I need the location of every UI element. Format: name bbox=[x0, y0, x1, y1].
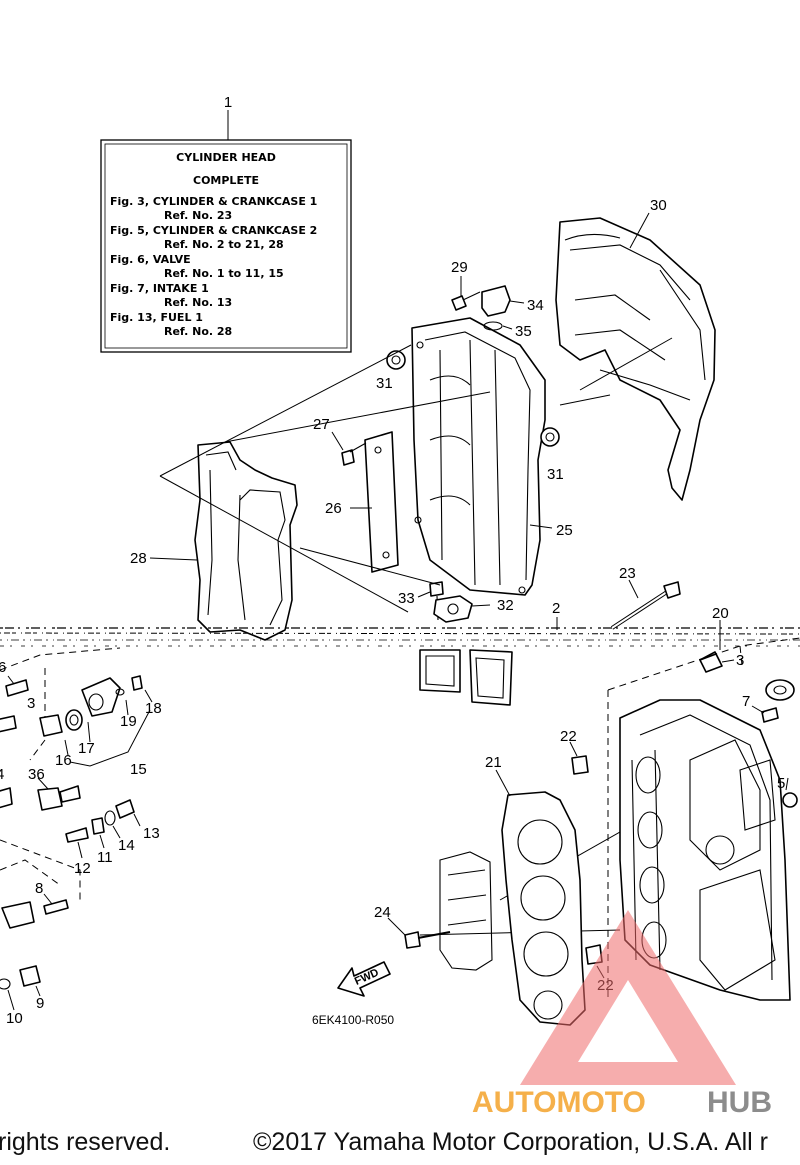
callout-3-left: 3 bbox=[27, 695, 35, 712]
callout-16: 16 bbox=[55, 752, 72, 769]
callout-1: 1 bbox=[224, 94, 232, 111]
callout-32: 32 bbox=[497, 597, 514, 614]
callout-13: 13 bbox=[143, 825, 160, 842]
callout-27: 27 bbox=[313, 416, 330, 433]
callout-11: 11 bbox=[97, 849, 113, 866]
bolt-part-29 bbox=[451, 276, 481, 311]
engine-block-outline bbox=[439, 851, 493, 971]
callout-24: 24 bbox=[374, 904, 391, 921]
callout-5: 5 bbox=[777, 775, 785, 792]
callout-31a: 31 bbox=[376, 375, 393, 392]
cover-plate-part-26 bbox=[350, 431, 399, 573]
valve-parts-group bbox=[0, 647, 153, 1011]
callout-3-right: 3 bbox=[736, 652, 744, 669]
callout-19: 19 bbox=[120, 713, 137, 730]
callout-29: 29 bbox=[451, 259, 468, 276]
watermark-hub: HUB bbox=[707, 1086, 772, 1119]
box-ref-line: Fig. 6, VALVE bbox=[110, 253, 191, 266]
watermark-auto-moto: AUTOMOTO bbox=[472, 1086, 646, 1119]
callout-23: 23 bbox=[619, 565, 636, 582]
footer-rights-text: rights reserved. bbox=[0, 1128, 171, 1156]
part-5 bbox=[782, 777, 798, 808]
callout-9: 9 bbox=[36, 995, 44, 1012]
fwd-arrow: FWD bbox=[337, 961, 391, 997]
callout-31b: 31 bbox=[547, 466, 564, 483]
box-ref-line: Fig. 3, CYLINDER & CRANKCASE 1 bbox=[110, 195, 317, 208]
drawing-code: 6EK4100-R050 bbox=[312, 1013, 394, 1027]
automotohub-watermark: AUTOMOTO HUB bbox=[472, 910, 772, 1119]
box-ref-line: Fig. 13, FUEL 1 bbox=[110, 311, 203, 324]
callout-6: 6 bbox=[0, 659, 6, 676]
callout-35: 35 bbox=[515, 323, 532, 340]
box-ref-line: Ref. No. 2 to 21, 28 bbox=[164, 238, 284, 251]
box-ref-line: Ref. No. 23 bbox=[164, 209, 232, 222]
cover-part-30 bbox=[555, 212, 716, 501]
box-ref-line: Fig. 5, CYLINDER & CRANKCASE 2 bbox=[110, 224, 317, 237]
callout-26: 26 bbox=[325, 500, 342, 517]
callout-15: 15 bbox=[130, 761, 147, 778]
cap-part-34 bbox=[481, 285, 525, 317]
callout-7: 7 bbox=[742, 693, 750, 710]
callout-8: 8 bbox=[35, 880, 43, 897]
callout-4: 4 bbox=[0, 766, 4, 783]
box-ref-line: Ref. No. 28 bbox=[164, 325, 232, 338]
head-gasket-part-21 bbox=[495, 769, 586, 1026]
callout-30: 30 bbox=[650, 197, 667, 214]
footer-copyright-text: ©2017 Yamaha Motor Corporation, U.S.A. A… bbox=[253, 1128, 768, 1156]
callout-20: 20 bbox=[712, 605, 729, 622]
box-ref-line: Fig. 7, INTAKE 1 bbox=[110, 282, 209, 295]
gasket-part-28 bbox=[149, 441, 298, 641]
callout-18: 18 bbox=[145, 700, 162, 717]
part-7 bbox=[751, 679, 795, 723]
callout-34: 34 bbox=[527, 297, 544, 314]
box-title-line2: COMPLETE bbox=[193, 174, 259, 187]
callout-25: 25 bbox=[556, 522, 573, 539]
callout-17: 17 bbox=[78, 740, 95, 757]
head-cover-part-25 bbox=[411, 317, 553, 596]
grommet-part-31b bbox=[540, 427, 560, 447]
cylinder-head-complete-box: 1 CYLINDER HEAD COMPLETE Fig. 3, CYLINDE… bbox=[100, 94, 352, 353]
cylinder-head-part-20 bbox=[607, 620, 800, 1001]
callout-14: 14 bbox=[118, 837, 135, 854]
callout-12: 12 bbox=[74, 860, 91, 877]
callout-21: 21 bbox=[485, 754, 502, 771]
gasket-part-32 bbox=[433, 595, 491, 623]
box-title-line1: CYLINDER HEAD bbox=[176, 151, 276, 164]
callout-10: 10 bbox=[6, 1010, 23, 1027]
box-ref-line: Ref. No. 13 bbox=[164, 296, 232, 309]
callout-28: 28 bbox=[130, 550, 147, 567]
dowel-part-22a bbox=[569, 741, 589, 775]
bolt-part-27 bbox=[331, 431, 367, 466]
plug-part-3 bbox=[699, 653, 735, 673]
grommet-part-31a bbox=[386, 350, 406, 370]
callout-33: 33 bbox=[398, 590, 415, 607]
box-ref-line: Ref. No. 1 to 11, 15 bbox=[164, 267, 284, 280]
callout-22a: 22 bbox=[560, 728, 577, 745]
scan-noise-band bbox=[0, 627, 800, 647]
gasket-part-2 bbox=[419, 617, 558, 706]
assembly-lines bbox=[159, 337, 673, 936]
callout-2: 2 bbox=[552, 600, 560, 617]
o-ring-part-35 bbox=[483, 321, 513, 331]
callout-36: 36 bbox=[28, 766, 45, 783]
long-bolt-part-23 bbox=[610, 579, 681, 630]
bolt-part-24 bbox=[387, 917, 451, 949]
